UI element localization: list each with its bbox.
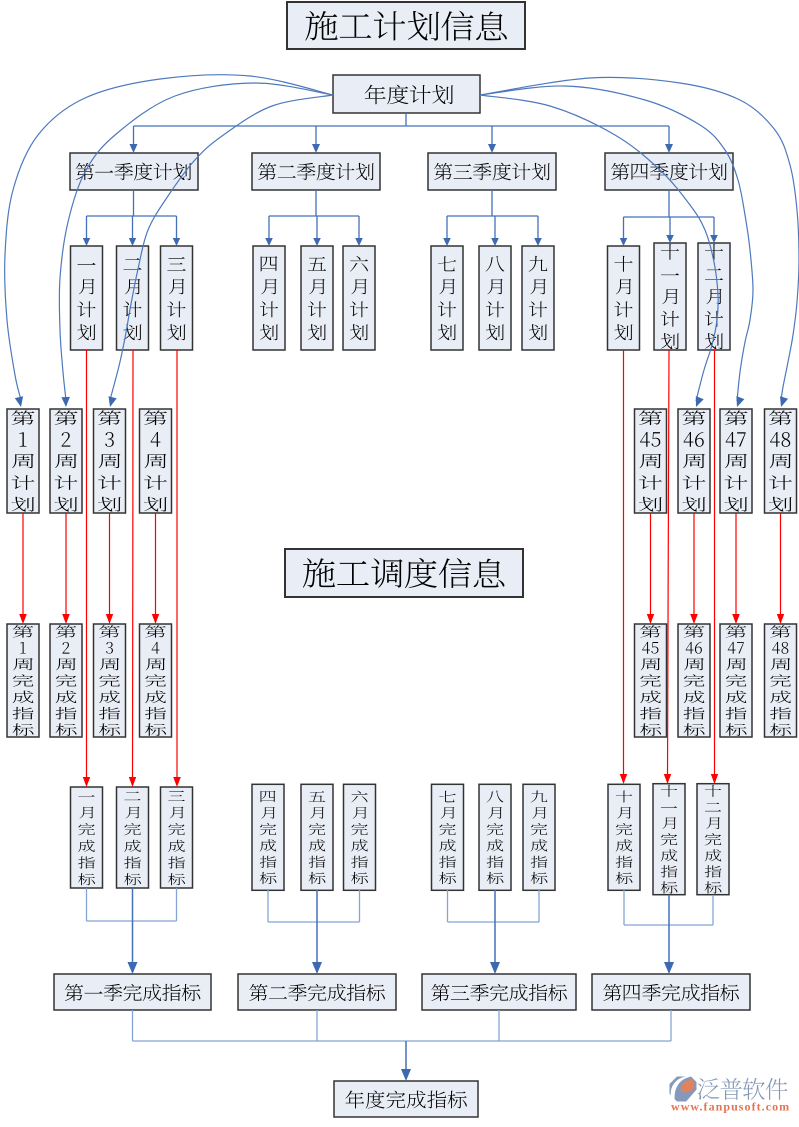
svg-text:www.fanpusoft.com: www.fanpusoft.com [671, 1100, 790, 1114]
